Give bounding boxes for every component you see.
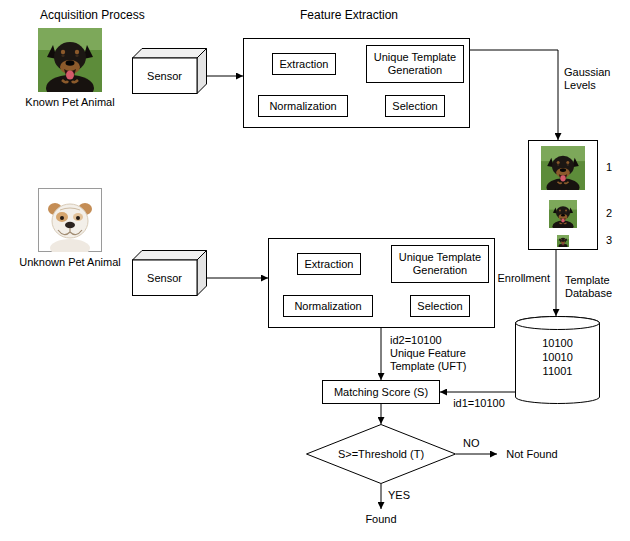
known-pet-photo	[38, 28, 102, 101]
edge-label: id2=10100 Unique Feature Template (UFT)	[390, 334, 476, 373]
node-text: Selection	[417, 300, 462, 313]
connector	[440, 392, 515, 393]
sensor-side-face	[197, 49, 207, 94]
process-box: Unique Template Generation	[366, 45, 464, 83]
gaussian-pyramid	[528, 140, 598, 250]
node-text: Normalization	[269, 100, 336, 113]
text-holder: S>=Threshold (T)	[326, 424, 436, 484]
sensor-box: Sensor	[132, 48, 207, 94]
node-text: Extraction	[280, 58, 329, 71]
connector	[207, 278, 268, 279]
node-text: Template Database	[565, 274, 627, 300]
process-box: Extraction	[272, 53, 336, 75]
text-holder: Sensor	[132, 58, 197, 94]
sensor-box: Sensor	[132, 250, 207, 296]
text-holder: Sensor	[132, 260, 197, 296]
connector	[381, 484, 382, 509]
node-text: S>=Threshold (T)	[338, 448, 424, 461]
connector	[381, 328, 382, 380]
feature-extraction-panel: Extraction Unique Template GenerationNorm…	[268, 238, 495, 328]
edge-label: Gaussian Levels	[564, 66, 626, 92]
process-box: Extraction	[297, 253, 361, 275]
diamond-shape	[307, 425, 456, 484]
connector	[470, 50, 558, 140]
node-text: 10100	[515, 336, 600, 350]
node-text: Known Pet Animal	[0, 96, 142, 109]
unknown-pet-photo	[39, 189, 102, 258]
process-box: Selection	[385, 95, 445, 117]
sensor-front-face	[133, 260, 198, 296]
node-text: Matching Score (S)	[334, 386, 428, 399]
edge-label: YES	[388, 489, 420, 502]
node-text: Sensor	[147, 70, 182, 83]
result-text: Found	[351, 511, 411, 528]
connector	[456, 454, 497, 455]
column-heading: Acquisition Process	[40, 8, 145, 22]
pet-photo: Known Pet Animal	[38, 28, 102, 92]
feature-extraction-panel: Extraction Unique Template GenerationNorm…	[243, 38, 470, 128]
connector	[556, 250, 557, 316]
result-text: Not Found	[500, 446, 564, 463]
pet-photo: Unknown Pet Animal	[38, 188, 102, 252]
process-box: Matching Score (S)	[322, 380, 440, 404]
template-database: Template Database101001001011001	[515, 316, 600, 404]
level-number: 1	[606, 161, 612, 174]
process-box: Selection	[410, 295, 470, 317]
sensor-top-face	[133, 251, 207, 261]
cylinder-top	[516, 317, 600, 330]
connector	[207, 76, 243, 77]
level-number: 2	[606, 207, 612, 220]
column-heading: Feature Extraction	[300, 8, 398, 22]
connector	[381, 404, 382, 424]
cylinder-body	[516, 317, 600, 404]
record-list: 101001001011001	[515, 336, 600, 378]
sensor-top-face	[133, 49, 207, 59]
edge-label: Enrollment	[490, 272, 550, 285]
decision-diamond: S>=Threshold (T)	[306, 424, 456, 484]
node-text: Unique Template Generation	[396, 251, 484, 277]
sensor-side-face	[197, 251, 207, 296]
node-text: Found	[365, 513, 396, 526]
node-text: 11001	[515, 364, 600, 378]
gaussian-level-images	[541, 146, 585, 249]
node-text: Extraction	[305, 258, 354, 271]
node-text: Not Found	[506, 448, 557, 461]
node-text: Sensor	[147, 272, 182, 285]
edge-label: NO	[463, 437, 489, 450]
node-text: Unique Template Generation	[371, 51, 459, 77]
node-text: Unknown Pet Animal	[0, 256, 142, 269]
process-box: Unique Template Generation	[391, 245, 489, 283]
node-text: Selection	[392, 100, 437, 113]
process-box: Normalization	[283, 295, 373, 317]
level-number: 3	[606, 234, 612, 247]
node-text: Normalization	[294, 300, 361, 313]
node-text: 10010	[515, 350, 600, 364]
edge-label: id1=10100	[446, 397, 512, 410]
process-box: Normalization	[258, 95, 348, 117]
sensor-front-face	[133, 58, 198, 94]
